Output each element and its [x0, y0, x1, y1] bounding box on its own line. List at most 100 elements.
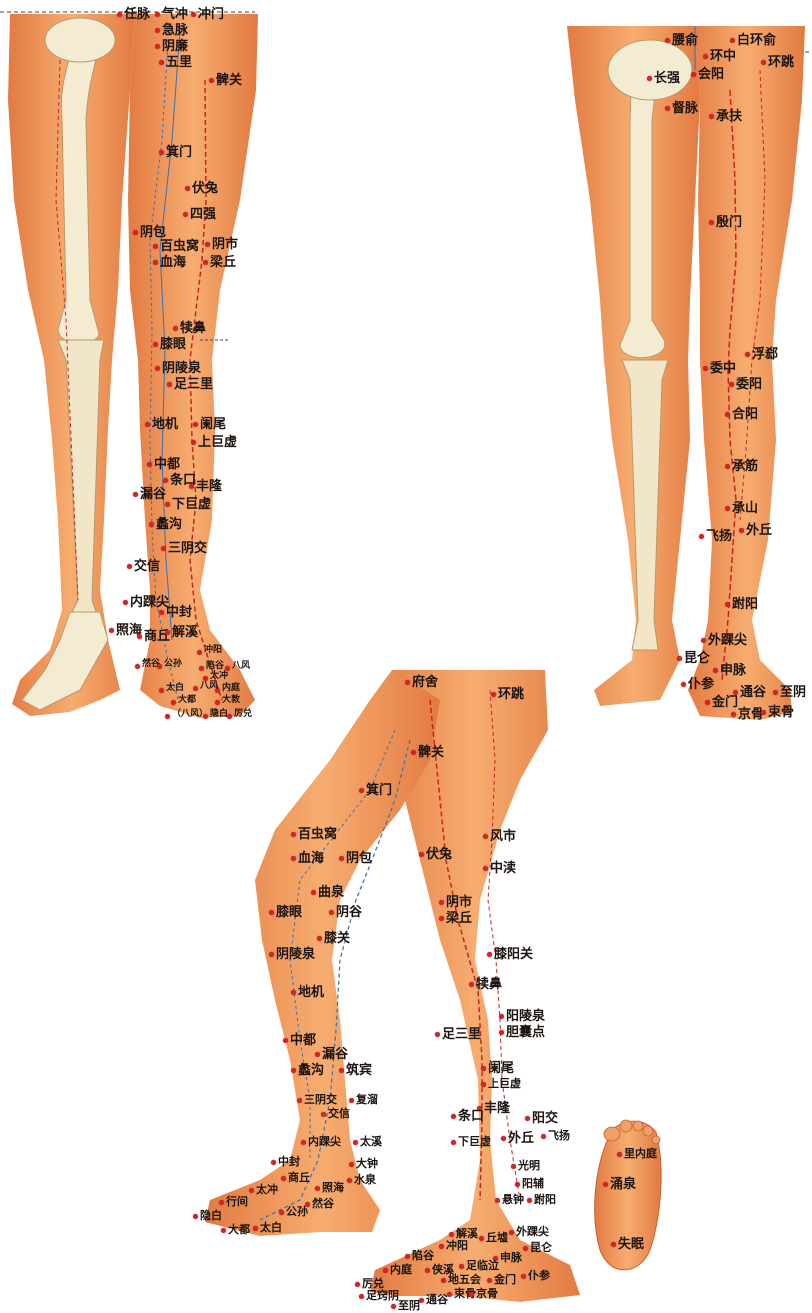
- acupoint-dot: [491, 692, 496, 697]
- acupoint-dot: [647, 76, 652, 81]
- acupoint-dot: [297, 1098, 302, 1103]
- acupoint-dot: [153, 244, 158, 249]
- acupoint-label: 里内庭: [624, 1148, 657, 1159]
- acupoint-label: 风市: [490, 830, 516, 843]
- acupoint-label: 内庭: [390, 1264, 412, 1275]
- acupoint-label: 任脉: [124, 8, 150, 21]
- acupoint-dot: [745, 352, 750, 357]
- acupoint-label: 解溪: [172, 626, 198, 639]
- acupoint-dot: [205, 242, 210, 247]
- acupoint-label: 府舍: [412, 676, 438, 689]
- acupoint-label: 至阴: [780, 686, 806, 699]
- acupoint-dot: [317, 936, 322, 941]
- acupoint-dot: [171, 700, 176, 705]
- acupoint-label: 解溪: [456, 1228, 478, 1239]
- acupoint-label: 阑尾: [200, 418, 226, 431]
- acupoint-dot: [147, 462, 152, 467]
- acupoint-label: 承筋: [732, 460, 758, 473]
- acupoint-dot: [203, 260, 208, 265]
- acupoint-dot: [161, 546, 166, 551]
- acupoint-dot: [439, 916, 444, 921]
- acupoint-dot: [271, 1160, 276, 1165]
- acupoint-label: 殷门: [716, 216, 742, 229]
- acupoint-label: 飞扬: [548, 1130, 570, 1141]
- acupoint-label: 长强: [654, 72, 680, 85]
- acupoint-dot: [291, 856, 296, 861]
- acupoint-dot: [703, 366, 708, 371]
- acupoint-dot: [123, 600, 128, 605]
- acupoint-dot: [703, 54, 708, 59]
- acupoint-dot: [447, 1292, 452, 1297]
- acupoint-dot: [699, 534, 704, 539]
- acupoint-label: 中封: [166, 606, 192, 619]
- acupoint-dot: [193, 1214, 198, 1219]
- acupoint-label: 金门: [712, 696, 738, 709]
- back-pelvis: [608, 40, 692, 100]
- acupoint-dot: [469, 982, 474, 987]
- acupoint-dot: [221, 1228, 226, 1233]
- acupoint-label: 胆囊点: [506, 1026, 545, 1039]
- acupoint-label: 委阳: [736, 378, 762, 391]
- acupoint-dot: [435, 1032, 440, 1037]
- acupoint-dot: [691, 72, 696, 77]
- acupoint-dot: [159, 610, 164, 615]
- acupoint-dot: [185, 186, 190, 191]
- acupoint-label: 条口: [458, 1110, 484, 1123]
- acupoint-label: 合阳: [732, 408, 758, 421]
- acupoint-label: 内踝尖: [308, 1136, 341, 1147]
- acupoint-label: 大都: [228, 1224, 250, 1235]
- acupoint-label: 复溜: [356, 1094, 378, 1105]
- acupoint-dot: [483, 834, 488, 839]
- acupoint-dot: [153, 260, 158, 265]
- acupoint-label: 悬钟: [502, 1194, 524, 1205]
- back-leg-right: [688, 26, 805, 720]
- acupoint-dot: [315, 1186, 320, 1191]
- acupoint-label: 阳辅: [522, 1178, 544, 1189]
- acupoint-label: 申脉: [720, 664, 746, 677]
- acupoint-label: 足三里: [174, 378, 213, 391]
- acupoint-dot: [487, 952, 492, 957]
- acupoint-label: 太溪: [360, 1136, 382, 1147]
- acupoint-label: 环跳: [768, 56, 794, 69]
- acupoint-label: 髀关: [418, 746, 444, 759]
- acupoint-dot: [355, 1282, 360, 1287]
- acupoint-dot: [739, 528, 744, 533]
- acupoint-dot: [509, 1230, 514, 1235]
- side-view-figure: [205, 670, 580, 1302]
- acupoint-label: 蠡沟: [298, 1064, 324, 1077]
- acupoint-dot: [321, 1112, 326, 1117]
- acupoint-label: 伏兔: [192, 182, 218, 195]
- acupoint-dot: [761, 60, 766, 65]
- acupoint-label: 太冲: [256, 1184, 278, 1195]
- acupoint-dot: [487, 1278, 492, 1283]
- acupoint-dot: [145, 422, 150, 427]
- acupoint-dot: [291, 990, 296, 995]
- acupoint-dot: [405, 1254, 410, 1259]
- acupoint-dot: [315, 1052, 320, 1057]
- acupoint-label: 跗阳: [732, 598, 758, 611]
- acupoint-dot: [159, 60, 164, 65]
- acupoint-label: 中封: [278, 1156, 300, 1167]
- acupoint-label: 然谷: [312, 1198, 334, 1209]
- acupoint-label: 阴陵泉: [276, 948, 315, 961]
- acupoint-dot: [127, 564, 132, 569]
- acupoint-dot: [339, 856, 344, 861]
- acupoint-dot: [705, 700, 710, 705]
- acupoint-label: 太白: [260, 1222, 282, 1233]
- acupoint-label: 光明: [518, 1160, 540, 1171]
- acupoint-dot: [481, 1066, 486, 1071]
- acupoint-dot: [701, 638, 706, 643]
- acupoint-label: 犊鼻: [180, 322, 206, 335]
- acupoint-label: 漏谷: [322, 1048, 348, 1061]
- acupoint-dot: [731, 712, 736, 717]
- acupoint-label: 中渎: [490, 862, 516, 875]
- acupoint-dot: [349, 1098, 354, 1103]
- acupoint-label: 梁丘: [210, 256, 236, 269]
- acupoint-label: 照海: [322, 1182, 344, 1193]
- acupoint-dot: [483, 866, 488, 871]
- acupoint-dot: [425, 1268, 430, 1273]
- acupoint-label: 足窍阴: [366, 1290, 399, 1301]
- acupoint-label: 厉兑: [234, 710, 252, 719]
- acupoint-label: 五里: [166, 56, 192, 69]
- acupoint-label: 大钟: [356, 1158, 378, 1169]
